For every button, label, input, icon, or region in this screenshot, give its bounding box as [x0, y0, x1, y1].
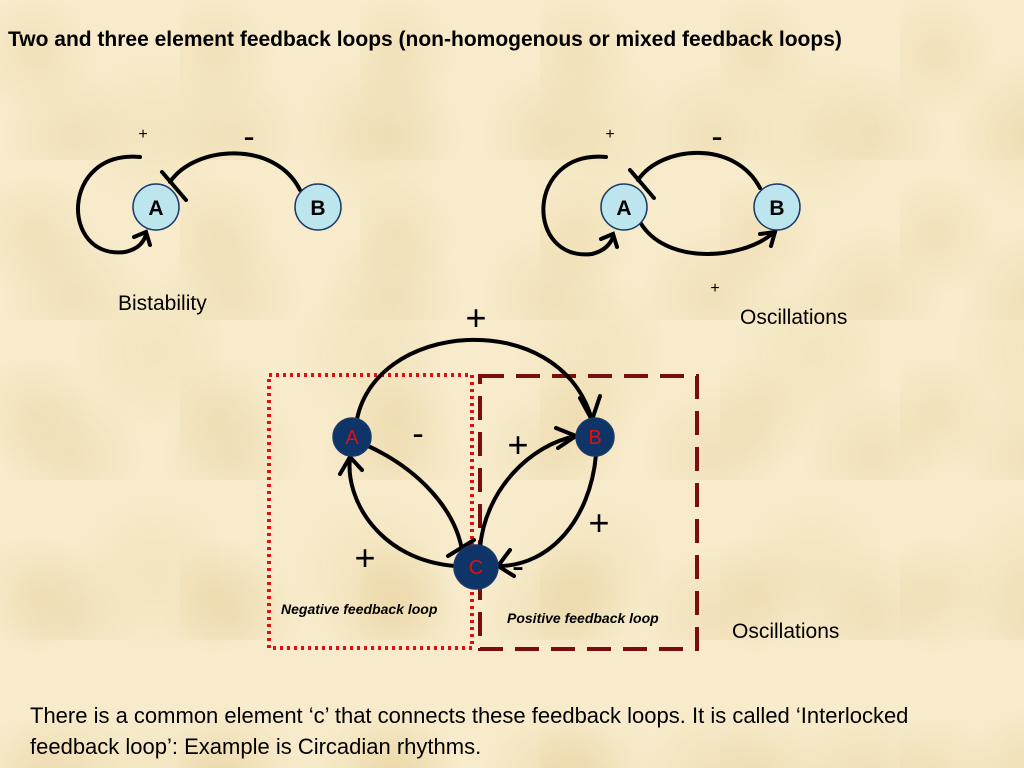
edge-a-c-sign: - [412, 415, 423, 453]
node-a2-label: A [616, 197, 631, 220]
feedback-loop-diagrams: A B + - Bistability A B + - + Oscillatio… [76, 118, 847, 651]
edge-a-to-b [354, 337, 594, 427]
node-a-label: A [148, 197, 163, 220]
self-loop-arrow-a [76, 154, 148, 255]
edge-b-inhibits-a-2 [636, 150, 762, 190]
edge-c-to-b [478, 434, 578, 550]
inhibition-bar-2 [628, 168, 656, 200]
edge-c-to-a-sign: + [354, 537, 375, 578]
edge-b-to-c [498, 453, 598, 568]
diagram-bistability: A B + - Bistability [76, 118, 342, 315]
positive-loop-box [478, 374, 699, 651]
node-b-label: B [310, 197, 325, 220]
positive-loop-label: Positive feedback loop [507, 610, 659, 626]
edge-b-to-c-sign: + [588, 502, 609, 543]
oscillations-caption-2: Oscillations [732, 620, 839, 643]
self-loop-sign-2: + [605, 126, 614, 143]
negative-loop-label: Negative feedback loop [281, 601, 438, 617]
edge-a-inhibits-c [366, 444, 464, 552]
edge-ba-sign-2: + [710, 280, 719, 297]
edge-b-inhibits-a [168, 151, 302, 192]
node-c3-label: C [469, 557, 483, 579]
node-b2 [753, 183, 801, 231]
edge-a-activates-b [638, 220, 774, 256]
diagram-two-element-oscillations: A B + - + Oscillations [541, 118, 847, 329]
edge-a-c-bar [446, 538, 476, 558]
activation-arrowhead [758, 229, 778, 248]
inhibition-bar [160, 170, 188, 202]
self-loop-sign: + [138, 126, 147, 143]
edge-ab-sign: - [243, 118, 254, 156]
node-b2-label: B [769, 197, 784, 220]
node-a2 [600, 183, 648, 231]
edge-ab-sign-2: - [711, 118, 722, 156]
node-b3-label: B [588, 427, 601, 449]
oscillations-caption-1: Oscillations [740, 306, 847, 329]
footer-text: There is a common element ‘c’ that conne… [30, 703, 909, 759]
node-c3 [453, 544, 499, 590]
bistability-caption: Bistability [118, 292, 207, 315]
edge-c-to-a [347, 456, 457, 568]
self-loop-arrowhead-2 [599, 231, 619, 249]
edge-c-to-b-sign: + [507, 424, 528, 465]
c-minus-sign: - [512, 545, 524, 586]
self-loop-arrowhead [132, 229, 152, 247]
self-loop-arrow-a2 [541, 154, 615, 257]
diagram-interlocked-loops: A B C + - + + + - Negative feedback loop… [267, 297, 839, 651]
node-a [132, 183, 180, 231]
node-a3-label: A [345, 427, 359, 449]
node-a3 [332, 417, 372, 457]
edge-c-to-a-arrowhead [338, 453, 364, 476]
node-b3 [575, 417, 615, 457]
page-title: Two and three element feedback loops (no… [8, 28, 842, 51]
node-b [294, 183, 342, 231]
edge-a-to-b-sign: + [465, 297, 486, 338]
